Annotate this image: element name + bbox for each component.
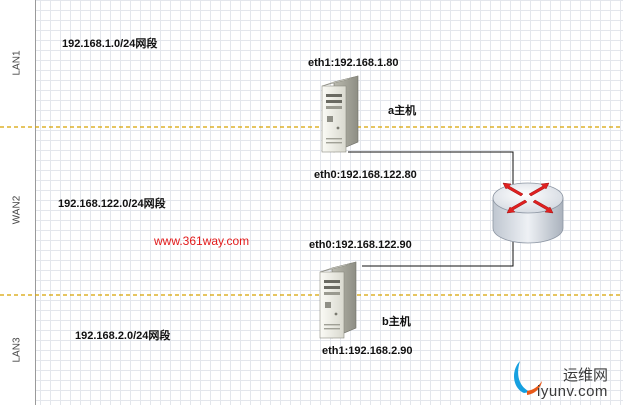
host-a-eth0-label: eth0:192.168.122.80 [314, 169, 417, 181]
link-host-a-router [348, 151, 514, 197]
brand-logo-icon [514, 361, 542, 395]
server-icon[interactable] [319, 261, 357, 339]
lane-label-strip [0, 0, 36, 405]
host-a-name: a主机 [388, 105, 417, 117]
router-icon[interactable] [492, 182, 564, 244]
subnet-label-wan2: 192.168.122.0/24网段 [58, 198, 166, 210]
host-b-eth1-label: eth1:192.168.2.90 [322, 345, 413, 357]
host-a-eth1-label: eth1:192.168.1.80 [308, 57, 399, 69]
link-host-b-router [362, 240, 514, 267]
watermark-site-text: www.361way.com [154, 234, 250, 248]
brand-name-cn: 运维网 [563, 367, 609, 384]
server-icon[interactable] [321, 75, 359, 153]
brand-name-en: iyunv.com [537, 383, 608, 400]
host-b-name: b主机 [382, 316, 411, 328]
subnet-label-lan1: 192.168.1.0/24网段 [62, 38, 158, 50]
subnet-label-lan3: 192.168.2.0/24网段 [75, 330, 171, 342]
host-b-eth0-label: eth0:192.168.122.90 [309, 239, 412, 251]
